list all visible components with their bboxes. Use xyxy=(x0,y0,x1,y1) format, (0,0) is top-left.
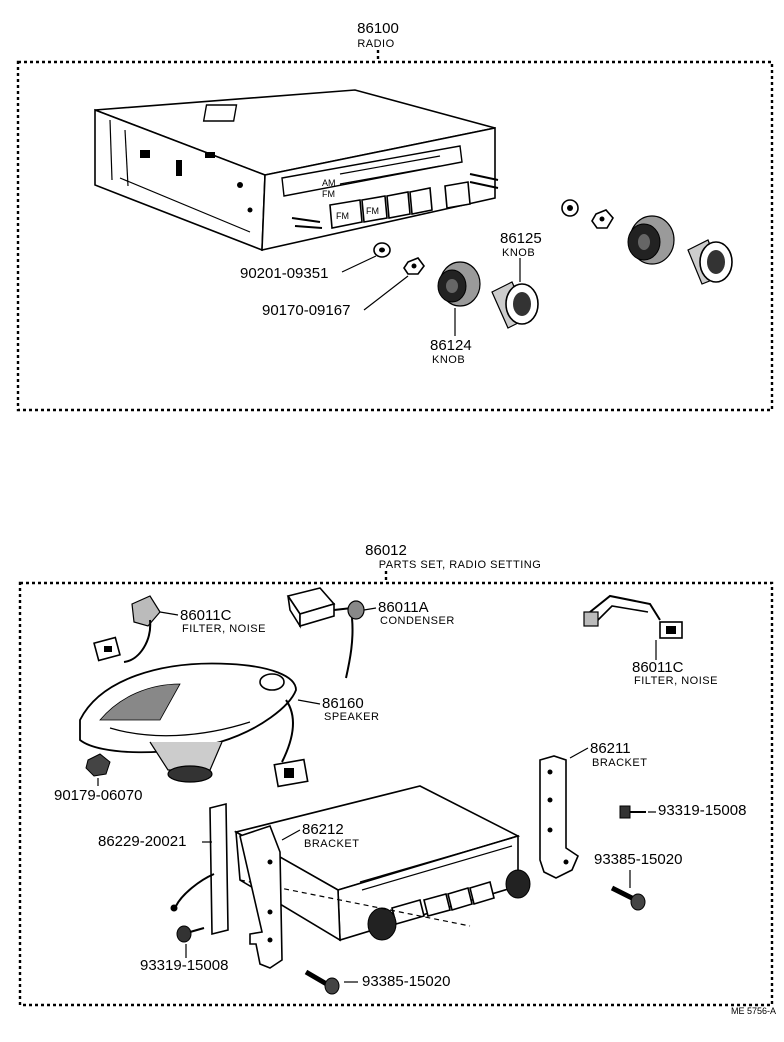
washer-right xyxy=(561,199,579,217)
callout-86229-20021: 86229-20021 xyxy=(98,833,186,850)
preset-button-5[interactable] xyxy=(444,181,471,209)
preset-button-3[interactable] xyxy=(386,191,411,219)
nut-right xyxy=(591,209,614,229)
preset-button-1[interactable] xyxy=(329,199,363,229)
section-parts-set-border xyxy=(18,571,774,1007)
radio-unit: AM FM FM FM xyxy=(94,89,499,252)
callout-86124-number: 86124 xyxy=(430,337,472,354)
drawing-reference: ME 5756-A xyxy=(731,1006,776,1016)
callout-86011C-right-name: FILTER, NOISE xyxy=(634,675,718,687)
callout-86011C-left-name: FILTER, NOISE xyxy=(182,623,266,635)
screw-93385-right xyxy=(610,885,646,911)
callout-90201-09351: 90201-09351 xyxy=(240,265,328,282)
callout-86212-name: BRACKET xyxy=(304,838,359,850)
speaker-86160 xyxy=(79,662,309,788)
callout-86212-number: 86212 xyxy=(302,821,344,838)
section-parts-set-name: PARTS SET, RADIO SETTING xyxy=(379,559,542,571)
knob-right-outer xyxy=(627,215,675,265)
radio-mount-chassis xyxy=(233,785,531,942)
callout-86011C-left-number: 86011C xyxy=(180,607,232,624)
screw-93385-bottom xyxy=(304,969,340,995)
band-am-label: AM xyxy=(322,178,336,188)
callout-86011A-number: 86011A xyxy=(378,599,429,616)
callout-93319-15008-left: 93319-15008 xyxy=(140,957,228,974)
callout-90179-06070: 90179-06070 xyxy=(54,787,142,804)
section-radio-name: RADIO xyxy=(357,38,394,50)
nut-90179 xyxy=(85,753,111,777)
noise-filter-right xyxy=(583,594,683,639)
washer-90201 xyxy=(373,242,391,258)
callout-86125-number: 86125 xyxy=(500,230,542,247)
screw-93319-left xyxy=(176,925,205,943)
callout-86211-number: 86211 xyxy=(590,740,631,757)
section-parts-set-number: 86012 xyxy=(365,542,407,559)
bracket-86211 xyxy=(539,755,579,879)
callout-86124-name: KNOB xyxy=(432,354,465,366)
callout-86160-number: 86160 xyxy=(322,695,364,712)
nut-90170 xyxy=(403,257,425,275)
callout-93319-15008-right: 93319-15008 xyxy=(658,802,746,819)
knob-right-inner xyxy=(687,239,733,285)
callout-93385-15020-right: 93385-15020 xyxy=(594,851,682,868)
callout-86125-name: KNOB xyxy=(502,247,535,259)
condenser-86011A xyxy=(286,587,365,679)
preset-label-2: FM xyxy=(366,206,379,216)
screw-93319-right xyxy=(619,805,646,819)
bracket-86229 xyxy=(170,802,229,936)
callout-90170-09167: 90170-09167 xyxy=(262,302,350,319)
callout-86160-name: SPEAKER xyxy=(324,711,379,723)
band-fm-label: FM xyxy=(322,189,335,199)
callout-86011C-right-number: 86011C xyxy=(632,659,684,676)
radio-shafts xyxy=(291,173,499,229)
callout-86011A-name: CONDENSER xyxy=(380,615,455,627)
section-radio-number: 86100 xyxy=(357,20,399,37)
bracket-86212 xyxy=(239,824,283,969)
callout-93385-15020-bottom: 93385-15020 xyxy=(362,973,450,990)
preset-button-2[interactable] xyxy=(361,195,388,223)
callout-86211-name: BRACKET xyxy=(592,757,647,769)
knob-86124 xyxy=(437,261,481,307)
preset-button-4[interactable] xyxy=(409,187,433,215)
preset-label-1: FM xyxy=(336,211,349,221)
noise-filter-left xyxy=(93,595,161,663)
knob-86125 xyxy=(491,281,539,329)
section-radio-border xyxy=(16,50,774,412)
